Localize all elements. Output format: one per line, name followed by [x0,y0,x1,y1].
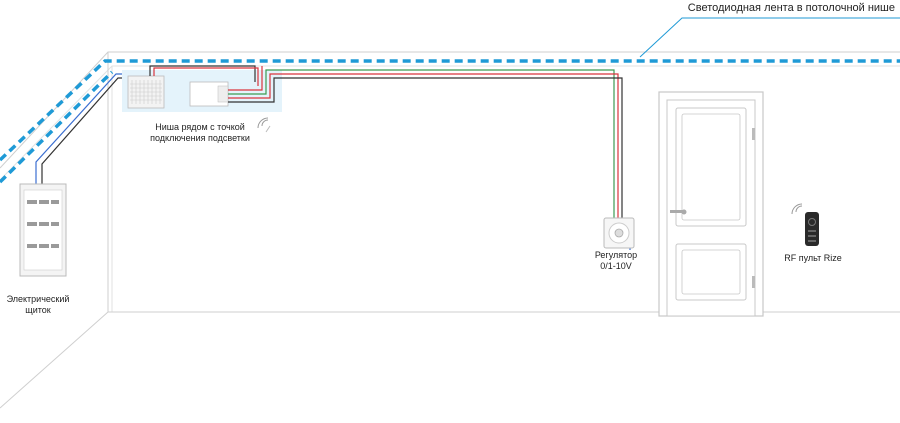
led-strip-lower [0,70,114,184]
niche-label-line1: Ниша рядом с точкой [155,122,245,132]
room-outline [0,51,900,409]
panel-label-line1: Электрический [7,294,70,304]
door-icon [658,91,764,317]
panel-label-line2: щиток [25,305,50,315]
wireless-signal-icon [257,117,271,133]
remote-label: RF пульт Rize [784,253,842,263]
power-supply [127,75,165,109]
niche-label-line2: подключения подсветки [150,133,250,143]
controller-box [189,81,229,107]
dimmer-knob-icon [603,217,635,249]
regulator-label-line2: 0/1-10V [600,261,632,271]
led-strip-callout [639,17,900,58]
remote-signal-icon [791,203,803,215]
rf-remote-icon [805,212,819,246]
regulator-label-line1: Регулятор [595,250,637,260]
led-strip-label: Светодиодная лента в потолочной нише [688,2,895,14]
controller-wires [149,65,631,250]
led-strip [0,59,900,162]
electrical-panel-icon [19,183,67,277]
